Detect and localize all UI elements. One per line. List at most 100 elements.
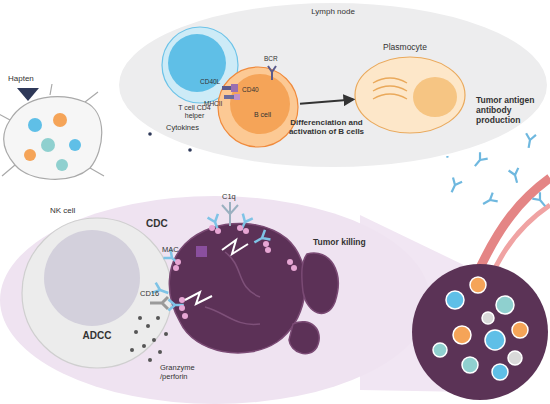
granule (152, 338, 156, 342)
lymph-node-cells (24, 113, 81, 171)
cell-label: ADCC (67, 330, 127, 342)
antigen (173, 265, 179, 271)
mac-complex (196, 246, 207, 257)
b-cell-membrane (218, 67, 298, 147)
antibody (438, 143, 452, 160)
cell-node-tcell: T cell CD4 helper (162, 27, 238, 103)
cell-dot (56, 159, 68, 171)
endoplasmic-reticulum (373, 86, 407, 91)
antigen (209, 225, 215, 231)
antibody (152, 283, 170, 299)
annotation-label: CD40 (242, 86, 272, 93)
antibody (481, 193, 498, 209)
cell-label: Plasmocyte (365, 43, 445, 53)
annotation-label: CD16 (140, 290, 170, 299)
cell-label: Lymph node (283, 7, 383, 16)
cell-node-tumor: Tumor killing (165, 212, 310, 357)
endoplasmic-reticulum (373, 94, 407, 99)
nk-cell-membrane (22, 218, 172, 368)
t-cell-nucleus (168, 34, 226, 92)
granule (138, 316, 142, 320)
node-outline (355, 57, 465, 133)
annotation-label: MHCII (204, 100, 234, 107)
granzyme-granules (130, 316, 168, 362)
tcr-molecule (234, 94, 240, 100)
antibody (509, 168, 522, 184)
antibody (236, 214, 252, 233)
antibody (252, 230, 271, 247)
antigen (291, 265, 297, 271)
cell-dot (496, 296, 514, 314)
granule (148, 358, 152, 362)
annotation-label: CD40L (200, 78, 230, 85)
antigen (243, 228, 249, 234)
antigen (179, 305, 185, 311)
cd40l-molecule (222, 86, 231, 90)
node-outline (218, 67, 298, 147)
tumor-fragment (302, 253, 338, 313)
granule (156, 316, 160, 320)
annotation-label: Cytokines (166, 124, 216, 133)
cell-dot (24, 149, 36, 161)
tumor-fragment (289, 322, 319, 354)
cell-node-lymph: Lymph node T cell CD4 helperB cell Plasmoc… (118, 2, 548, 168)
cell-dot (453, 326, 471, 344)
cell-label: NK cell (50, 206, 110, 215)
cytokine (194, 128, 198, 132)
lightning (222, 240, 248, 254)
antigen (263, 241, 269, 247)
cell-dot (28, 118, 42, 132)
endoplasmic-reticulum (373, 78, 407, 83)
t-cell-membrane (162, 27, 238, 103)
tumor-cell (169, 223, 305, 353)
granule (130, 348, 134, 352)
granule (158, 350, 162, 354)
cell-dot (482, 312, 494, 324)
antibody (168, 300, 183, 311)
blood-vessel (478, 178, 550, 272)
antigen (287, 259, 293, 265)
cell-dot (508, 351, 522, 365)
cytokine (188, 148, 192, 152)
tumor-antigens (173, 225, 297, 319)
antigen (265, 247, 271, 253)
cytokine (178, 136, 182, 140)
cell-dot (512, 322, 528, 338)
infiltrating-cells (433, 277, 528, 380)
bcr-receptor (268, 66, 276, 80)
plasmocyte-nucleus (413, 77, 457, 117)
annotation-label: C1q (222, 193, 252, 202)
cd40-molecule (231, 84, 238, 92)
antibody (493, 114, 509, 131)
annotation-label: MAC (162, 246, 192, 255)
granule (134, 330, 138, 334)
antibody (447, 177, 462, 194)
antigen (175, 259, 181, 265)
cytokine-dots (148, 118, 232, 152)
flow-arrow (300, 100, 353, 104)
lightning (185, 292, 212, 304)
node-outline (118, 2, 548, 168)
granule (142, 344, 146, 348)
antigen (215, 228, 221, 234)
cell-node-bcell: B cell (218, 67, 298, 147)
tumor-texture (205, 252, 260, 324)
lymph-node-outline (118, 2, 548, 168)
cytokine (203, 118, 207, 122)
bound-antibodies (152, 214, 271, 311)
cytokine (210, 138, 214, 142)
lymph-node-sketch (4, 97, 102, 180)
cell-dot (446, 291, 464, 309)
antibody (532, 192, 549, 209)
hapten-symbol (17, 88, 39, 101)
cell-dot (462, 357, 478, 373)
cell-label: T cell CD4 helper (172, 104, 217, 120)
cell-dot (433, 343, 447, 357)
zoom-wedge (360, 215, 470, 392)
cell-dot (53, 113, 67, 127)
node-outline (165, 212, 310, 357)
